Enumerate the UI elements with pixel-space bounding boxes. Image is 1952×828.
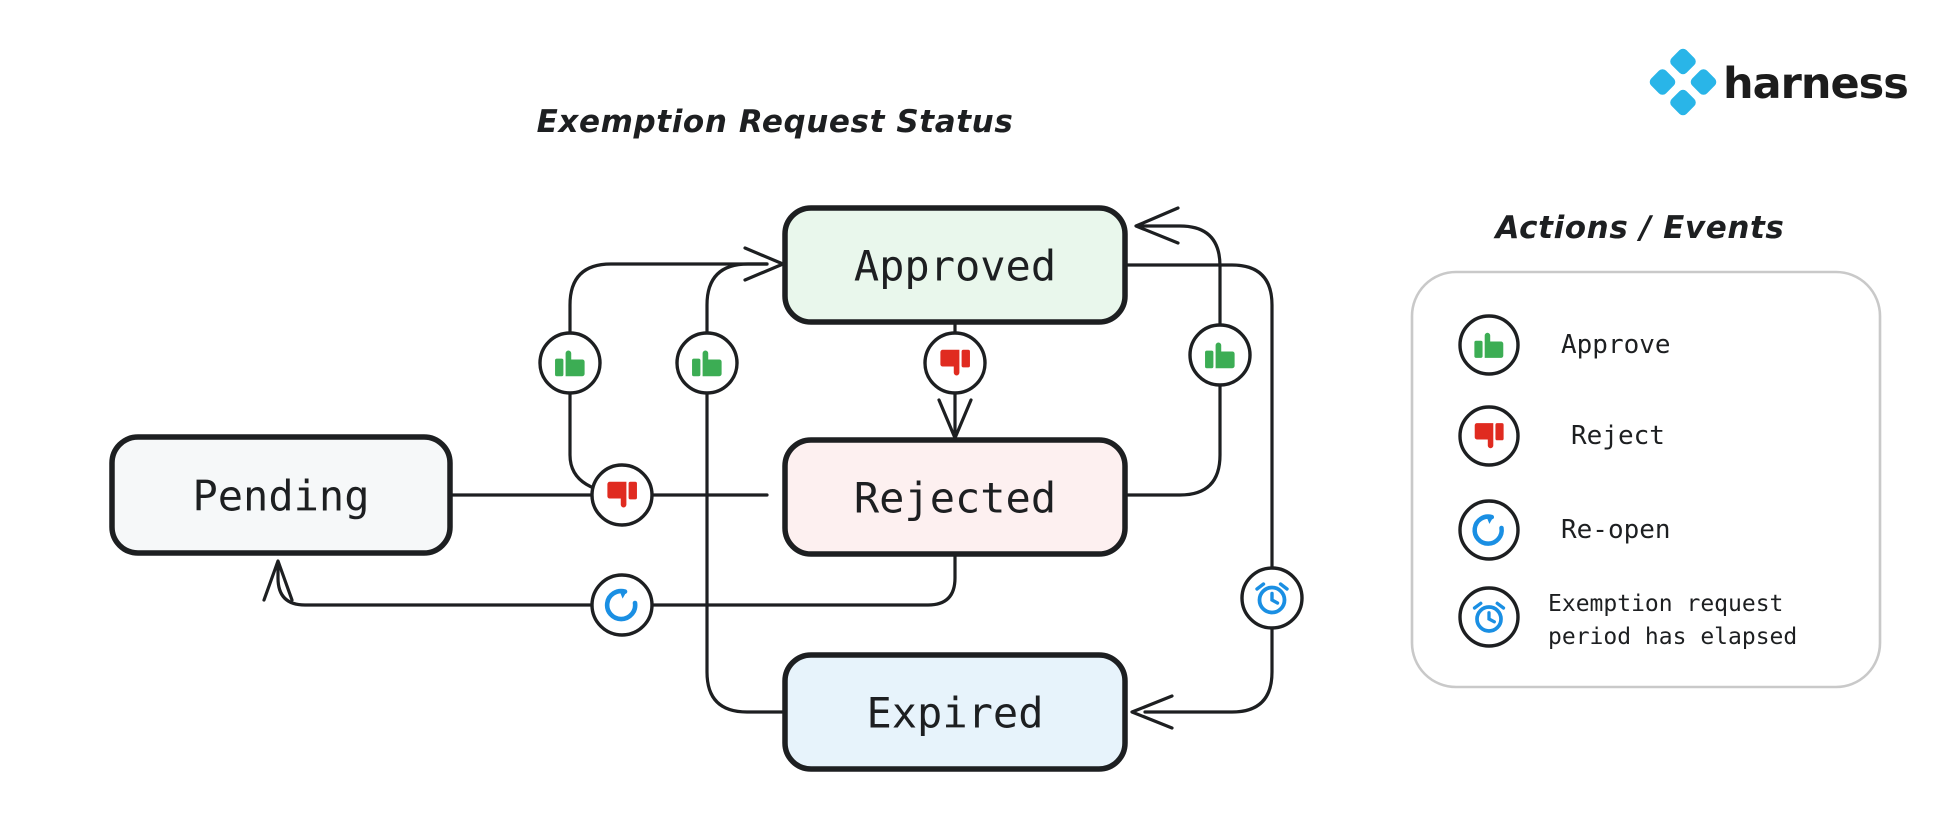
state-node-rejected[interactable]: Rejected <box>782 437 1128 557</box>
edge-rejected-approved-upper <box>1138 224 1222 327</box>
legend-label-reject: Reject <box>1571 421 1665 451</box>
edge-expired-approved-lower <box>705 391 787 714</box>
legend-panel <box>1410 270 1882 689</box>
alarm-clock-icon <box>1255 582 1289 615</box>
edge-badge-approve-expired[interactable] <box>675 331 739 395</box>
edge-approved-expired-upper <box>1123 263 1274 570</box>
arrowhead-into-pending-bottom <box>262 559 294 602</box>
state-label-approved: Approved <box>854 242 1056 291</box>
edge-badge-reopen[interactable] <box>590 573 654 637</box>
legend-item-reopen[interactable]: Re-open <box>1458 499 1671 561</box>
state-label-rejected: Rejected <box>854 474 1056 523</box>
edge-layer <box>262 206 1274 730</box>
legend-item-elapsed[interactable]: Exemption request period has elapsed <box>1458 586 1797 650</box>
legend-label-elapsed-line2: period has elapsed <box>1548 624 1797 650</box>
state-node-approved[interactable]: Approved <box>782 205 1128 325</box>
edge-badge-elapsed[interactable] <box>1240 566 1304 630</box>
arrowhead-into-expired-right <box>1130 694 1174 730</box>
diagram-title: Exemption Request Status <box>537 104 1014 140</box>
legend-label-reopen: Re-open <box>1561 515 1671 545</box>
edge-approved-expired-lower <box>1143 626 1274 714</box>
edge-badge-approve-pending[interactable] <box>538 331 602 395</box>
alarm-clock-icon <box>1472 601 1506 633</box>
edge-pending-approved-upper <box>568 262 769 335</box>
edge-rejected-pending-right <box>650 552 957 607</box>
brand-name: harness <box>1723 59 1908 109</box>
legend-item-reject[interactable]: Reject <box>1458 405 1665 467</box>
state-node-pending[interactable]: Pending <box>109 434 453 556</box>
harness-diamond-logo-icon <box>1649 48 1717 116</box>
legend-title: Actions / Events <box>1493 210 1785 246</box>
edge-badge-approve-rejected[interactable] <box>1188 323 1252 387</box>
edge-expired-approved-upper <box>705 262 769 335</box>
edge-rejected-pending-left <box>276 563 594 607</box>
edge-badge-reject-pending[interactable] <box>590 463 654 527</box>
state-label-pending: Pending <box>192 472 369 521</box>
legend-label-approve: Approve <box>1561 330 1671 360</box>
state-label-expired: Expired <box>866 689 1043 738</box>
reopen-arrow-icon <box>604 588 638 622</box>
state-node-expired[interactable]: Expired <box>782 652 1128 772</box>
edge-rejected-approved-lower <box>1123 383 1222 497</box>
edge-badge-reject-approved[interactable] <box>923 331 987 395</box>
legend-item-approve[interactable]: Approve <box>1458 314 1671 376</box>
brand-logo: harness <box>1649 48 1909 116</box>
arrowhead-into-approved-topright <box>1134 206 1180 245</box>
legend-label-elapsed-line1: Exemption request <box>1548 591 1783 617</box>
reopen-arrow-icon <box>1472 514 1504 546</box>
